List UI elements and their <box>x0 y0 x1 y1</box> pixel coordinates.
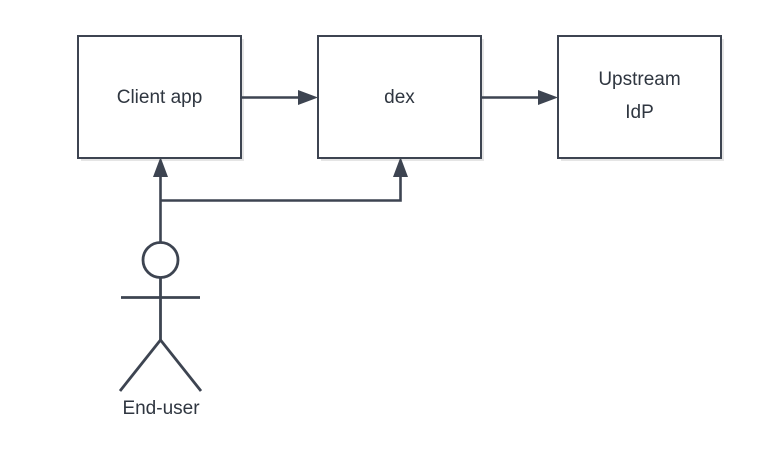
edge-end-user-to-client-app[interactable] <box>153 157 168 242</box>
end-user-label: End-user <box>122 398 200 419</box>
upstream-idp-label-line1: Upstream <box>598 69 680 90</box>
end-user-left-leg <box>118 339 162 392</box>
end-user-head-icon <box>141 241 180 279</box>
client-app-label: Client app <box>117 87 203 108</box>
dex-label: dex <box>384 87 415 108</box>
edge-end-user-to-dex-line <box>160 172 402 202</box>
node-client-app[interactable]: Client app <box>77 35 242 159</box>
upstream-idp-box <box>557 35 722 159</box>
edge-client-app-to-dex-arrowhead <box>298 90 318 105</box>
end-user-right-leg <box>159 339 203 392</box>
upstream-idp-label-line2: IdP <box>625 102 654 123</box>
edge-client-app-to-dex[interactable] <box>241 90 318 105</box>
edge-end-user-to-dex-arrowhead <box>393 157 408 177</box>
edge-dex-to-upstream-idp-arrowhead <box>538 90 558 105</box>
edge-end-user-to-client-app-arrowhead <box>153 157 168 177</box>
dex-box <box>317 35 482 159</box>
client-app-box <box>77 35 242 159</box>
edge-end-user-to-dex[interactable] <box>160 157 409 202</box>
edge-dex-to-upstream-idp[interactable] <box>481 90 558 105</box>
actor-end-user[interactable]: End-user <box>118 241 203 420</box>
node-dex[interactable]: dex <box>317 35 482 159</box>
node-upstream-idp[interactable]: Upstream IdP <box>557 35 722 159</box>
